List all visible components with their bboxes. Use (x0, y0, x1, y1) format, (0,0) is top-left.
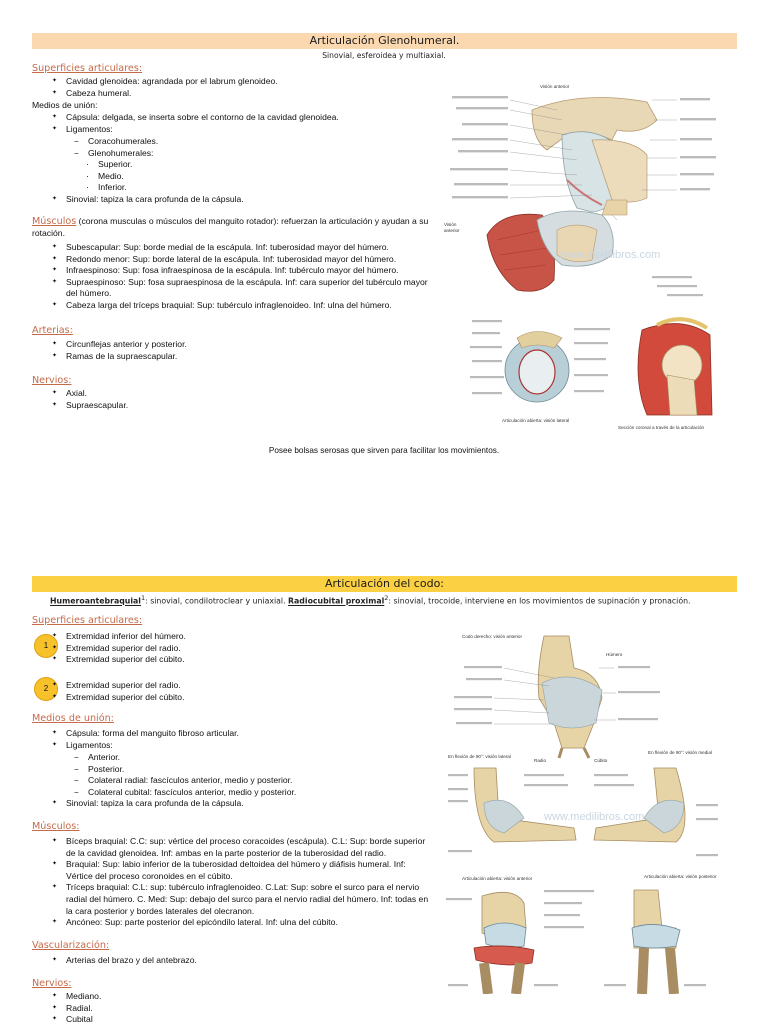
list-item: Supraespinoso: Sup: fosa supraespinosa d… (32, 277, 432, 300)
list-item: Ligamentos: (32, 124, 432, 136)
list-item: Posterior. (32, 764, 432, 776)
list-item: Cavidad glenoidea: agrandada por el labr… (32, 76, 432, 88)
list-item: Medio. (42, 171, 342, 183)
watermark-codo: www.medilibros.com (543, 811, 644, 823)
list-item: Cabeza humeral. (32, 88, 432, 100)
list-item: Subescapular: Sup: borde medial de la es… (32, 242, 432, 254)
section-heading-superficies: Superficies articulares: (32, 63, 143, 74)
list-item: Cabeza larga del tríceps braquial: Sup: … (32, 300, 432, 312)
figure-title-codo: Codo derecho: visión anterior (462, 634, 522, 639)
medios-list: Cápsula: delgada, se inserta sobre el co… (32, 112, 432, 135)
list-item: Cubital (32, 1014, 432, 1026)
list-item: Anterior. (32, 752, 432, 764)
list-item: Circunflejas anterior y posterior. (32, 339, 432, 351)
footnote-2: 2 (384, 594, 389, 602)
label-humero: Húmero (606, 652, 623, 657)
list-item: Sinovial: tapiza la cara profunda de la … (32, 798, 432, 810)
note-bolsas: Posee bolsas serosas que sirven para fac… (268, 446, 500, 455)
watermark-text: www.medilibros.com (559, 249, 660, 261)
musculos-paragraph: Músculos (corona musculas o músculos del… (32, 216, 432, 239)
list-item: Colateral cubital: fascículos anterior, … (32, 787, 432, 799)
musculos-list: Subescapular: Sup: borde medial de la es… (32, 242, 432, 312)
section-heading-arterias: Arterias: (32, 325, 73, 336)
list-item: Axial. (32, 388, 432, 400)
section-heading-nervios: Nervios: (32, 375, 72, 386)
caption-abierta-posterior: Articulación abierta: visión posterior (644, 874, 717, 879)
page-title-codo: Articulación del codo: (32, 576, 737, 592)
caption-flexion-lateral: En flexión de 90°: visión lateral (448, 754, 511, 759)
codo-subtitle: Humeroantebraquial1: sinovial, condilotr… (50, 594, 750, 606)
page-title: Articulación Glenohumeral. (32, 33, 737, 49)
section-heading-superficies-codo: Superficies articulares: (32, 615, 143, 626)
label-vision: Visión (444, 222, 457, 227)
label-cubito: Cúbito (594, 758, 608, 763)
label-anterior: anterior (444, 228, 460, 233)
list-item: Infraespinoso: Sup: fosa infraespinosa d… (32, 265, 432, 277)
list-item: Cápsula: forma del manguito fibroso arti… (32, 728, 432, 740)
musculos-codo-list: Bíceps braquial: C.C: sup: vértice del p… (32, 836, 432, 929)
subtitle-text-1: : sinovial, condilotroclear y uniaxial. (145, 596, 289, 606)
list-item: Inferior. (42, 182, 342, 194)
figure-title: Visión anterior (540, 84, 570, 89)
list-item: Extremidad superior del radio. (32, 680, 432, 692)
list-item: Extremidad superior del cúbito. (32, 654, 432, 666)
page-title-text: Articulación Glenohumeral. (309, 34, 460, 47)
list-item: Redondo menor: Sup: borde lateral de la … (32, 254, 432, 266)
superficies-group-2: Extremidad superior del radio. Extremida… (32, 680, 432, 703)
section-heading-musculos-codo: Músculos: (32, 821, 80, 832)
ligamentos-codo-list: Anterior. Posterior. Colateral radial: f… (32, 752, 432, 798)
list-item: Tríceps braquial: C.L: sup: tubérculo in… (32, 882, 432, 917)
superficies-list: Cavidad glenoidea: agrandada por el labr… (32, 76, 432, 99)
arterias-list: Circunflejas anterior y posterior. Ramas… (32, 339, 432, 362)
radiocubital-label: Radiocubital proximal (288, 596, 385, 606)
section-heading-vascularizacion: Vascularización: (32, 940, 110, 951)
section-heading-nervios-codo: Nervios: (32, 978, 72, 989)
list-item: Glenohumerales: (32, 148, 432, 160)
list-item: Sinovial: tapiza la cara profunda de la … (32, 194, 432, 206)
list-item: Colateral radial: fascículos anterior, m… (32, 775, 432, 787)
musculos-intro: (corona musculas o músculos del manguito… (32, 216, 429, 238)
shoulder-anatomy-figure: Visión anterior Visión anterior www.medi… (442, 80, 722, 432)
nervios-codo-list: Mediano. Radial. Cubital (32, 991, 432, 1026)
list-item: Superior. (42, 159, 342, 171)
caption-coronal: Sección coronal a través de la articulac… (618, 425, 704, 430)
page-subtitle: Sinovial, esferoidea y multiaxial. (322, 51, 446, 60)
superficies-group-1: Extremidad inferior del húmero. Extremid… (32, 631, 432, 666)
sinovial-list: Sinovial: tapiza la cara profunda de la … (32, 194, 432, 206)
list-item: Cápsula: delgada, se inserta sobre el co… (32, 112, 432, 124)
page-title-codo-text: Articulación del codo: (324, 577, 445, 590)
subtitle-text-2: : sinovial, trocoide, interviene en los … (388, 596, 691, 606)
list-item: Arterias del brazo y del antebrazo. (32, 955, 432, 967)
list-item: Braquial: Sup: labio inferior de la tube… (32, 859, 432, 882)
list-item: Supraescapular. (32, 400, 432, 412)
list-item: Bíceps braquial: C.C: sup: vértice del p… (32, 836, 432, 859)
humeroantebraquial-label: Humeroantebraquial (50, 596, 141, 606)
elbow-anatomy-figure: Codo derecho: visión anterior Húmero Rad… (444, 628, 724, 994)
caption-lateral: Articulación abierta: visión lateral (502, 418, 569, 423)
section-heading-medios: Medios de unión: (32, 100, 98, 110)
vascularizacion-list: Arterias del brazo y del antebrazo. (32, 955, 432, 967)
list-item: Extremidad inferior del húmero. (32, 631, 432, 643)
caption-flexion-medial: En flexión de 90°: visión medial (648, 750, 712, 755)
list-item: Ancóneo: Sup: parte posterior del epicón… (32, 917, 432, 929)
list-item: Mediano. (32, 991, 432, 1003)
section-heading-musculos: Músculos (32, 216, 77, 227)
list-item: Extremidad superior del radio. (32, 643, 432, 655)
footnote-1: 1 (140, 594, 146, 602)
list-item: Extremidad superior del cúbito. (32, 692, 432, 704)
sinovial-codo-list: Sinovial: tapiza la cara profunda de la … (32, 798, 432, 810)
ligamentos-list: Coracohumerales. Glenohumerales: (32, 136, 432, 159)
section-heading-medios-codo: Medios de unión: (32, 713, 114, 724)
label-radio: Radio (534, 758, 546, 763)
medios-codo-list: Cápsula: forma del manguito fibroso arti… (32, 728, 432, 751)
nervios-list: Axial. Supraescapular. (32, 388, 432, 411)
caption-abierta-anterior: Articulación abierta: visión anterior (462, 876, 533, 881)
glenohumerales-list: Superior. Medio. Inferior. (42, 159, 342, 194)
list-item: Ligamentos: (32, 740, 432, 752)
list-item: Ramas de la supraescapular. (32, 351, 432, 363)
list-item: Coracohumerales. (32, 136, 432, 148)
list-item: Radial. (32, 1003, 432, 1015)
